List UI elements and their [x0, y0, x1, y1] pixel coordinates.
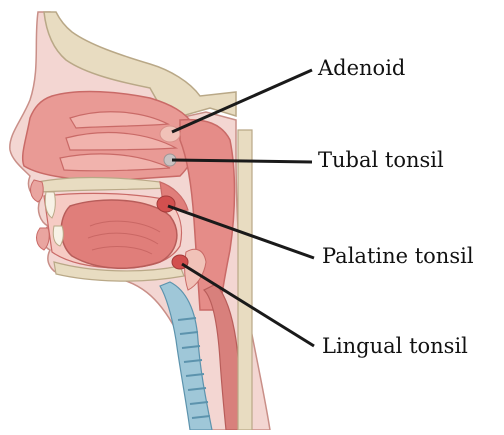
upper-lip	[31, 180, 44, 202]
tubal-tonsil-leader	[172, 160, 312, 162]
lingual-tonsil-label: Lingual tonsil	[322, 336, 468, 357]
tongue	[61, 200, 177, 268]
adenoid-label: Adenoid	[318, 58, 405, 79]
tubal-tonsil-label: Tubal tonsil	[318, 150, 444, 171]
palatine-tonsil	[157, 196, 175, 212]
palatine-tonsil-label: Palatine tonsil	[322, 246, 474, 267]
spine	[238, 130, 252, 430]
